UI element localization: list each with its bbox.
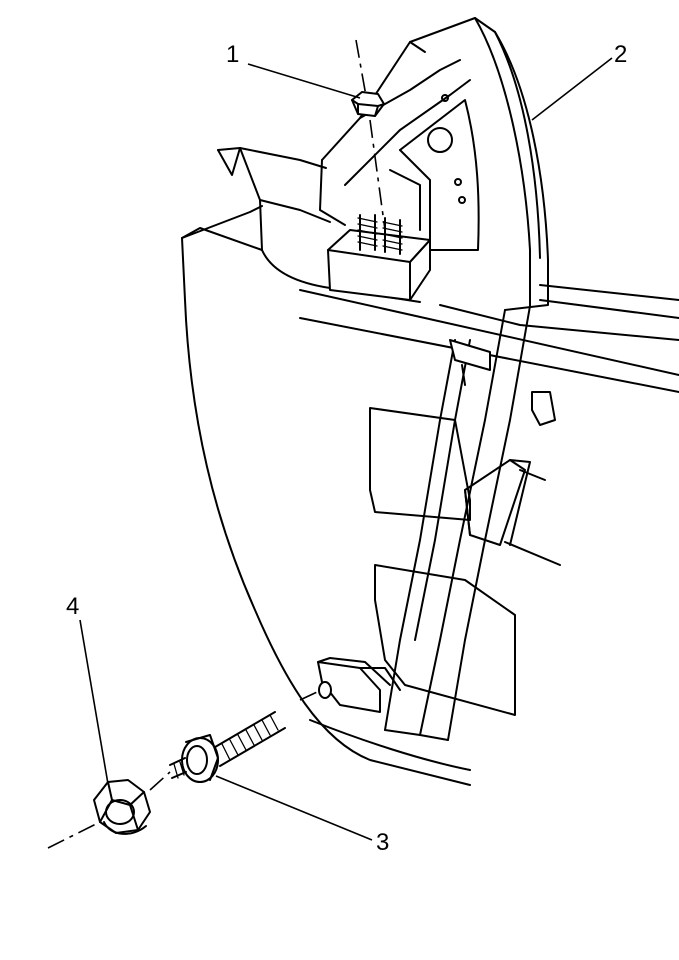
callout-1-leader xyxy=(247,63,361,99)
upper-nut xyxy=(351,91,385,117)
upper-stud-centerline xyxy=(355,39,386,231)
panel-cutout xyxy=(374,564,516,716)
upper-bracket xyxy=(319,17,549,311)
flange-nut xyxy=(93,779,151,835)
callout-4-leader xyxy=(79,619,109,785)
panel-cutout xyxy=(369,407,471,521)
body-panel xyxy=(181,147,679,786)
callout-2-label: 2 xyxy=(614,41,627,68)
callout-4-label: 4 xyxy=(66,593,79,620)
threaded-stud xyxy=(357,214,378,251)
callout-3-label: 3 xyxy=(376,829,389,856)
mid-bracket xyxy=(464,459,561,566)
callout-2-leader xyxy=(531,57,613,121)
bolt-centerline xyxy=(47,771,171,849)
lower-bolt xyxy=(169,681,332,783)
threaded-stud xyxy=(382,217,403,255)
callout-1-label: 1 xyxy=(226,41,239,68)
vertical-rail xyxy=(384,305,556,741)
callout-3-leader xyxy=(215,775,373,841)
